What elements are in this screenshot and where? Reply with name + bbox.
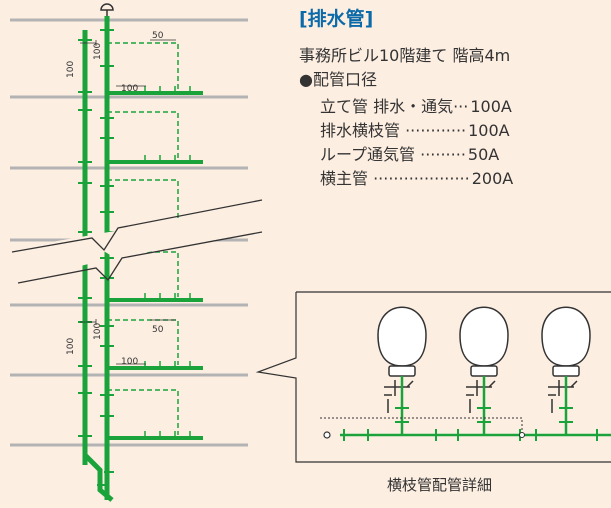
break-symbol [5, 198, 263, 284]
lower-loop-vent-label: 50 [152, 325, 164, 335]
loop-vents [107, 42, 179, 435]
upper-loop-vent-label: 50 [152, 31, 164, 41]
detail-caption: 横枝管配管詳細 [387, 476, 493, 494]
toilet-icon [541, 306, 591, 377]
dimension-marks [80, 39, 176, 365]
detail-callout-box [255, 291, 611, 463]
upper-stack-drain-label: 100 [66, 61, 76, 78]
vent-cap-icon [100, 3, 114, 18]
spec-row: ループ通気管 ·········50A [320, 141, 499, 165]
spec-row: 横主管 ···················200A [320, 165, 513, 189]
spec-row: 排水横枝管 ············100A [320, 117, 510, 141]
spec-label: 横主管 ··················· [320, 169, 470, 188]
toilet-icon [459, 306, 509, 377]
spec-label: 排水横枝管 ············ [320, 121, 467, 140]
spec-value: 50A [467, 145, 500, 164]
building-description: 事務所ビル10階建て 階高4m [299, 46, 511, 65]
detail-pipes [340, 376, 611, 437]
toilet-icon [377, 306, 427, 377]
fixture-stubs [144, 86, 191, 438]
diameter-heading: ●配管口径 [299, 70, 377, 89]
detail-loop-vent [320, 417, 523, 435]
spec-label: 立て管 排水・通気··· [320, 97, 469, 116]
upper-branch-label: 100 [121, 84, 138, 94]
lower-branch-label: 100 [121, 357, 138, 367]
spec-value: 200A [471, 169, 514, 188]
cleanout-icon [323, 431, 331, 439]
detail-fittings [343, 407, 598, 441]
upper-stack-vent-label: 100 [93, 43, 103, 60]
branch-pipes [107, 91, 203, 440]
junction-icon [519, 432, 525, 438]
page-title: [排水管] [299, 8, 374, 30]
floor-lines [10, 18, 248, 447]
spec-label: ループ通気管 ········· [320, 145, 466, 164]
spec-value: 100A [470, 97, 512, 116]
flush-valves [384, 380, 578, 413]
spec-value: 100A [468, 121, 510, 140]
spec-row: 立て管 排水・通気···100A [320, 93, 512, 117]
lower-stack-drain-label: 100 [66, 338, 76, 355]
lower-stack-vent-label: 100 [93, 323, 103, 340]
